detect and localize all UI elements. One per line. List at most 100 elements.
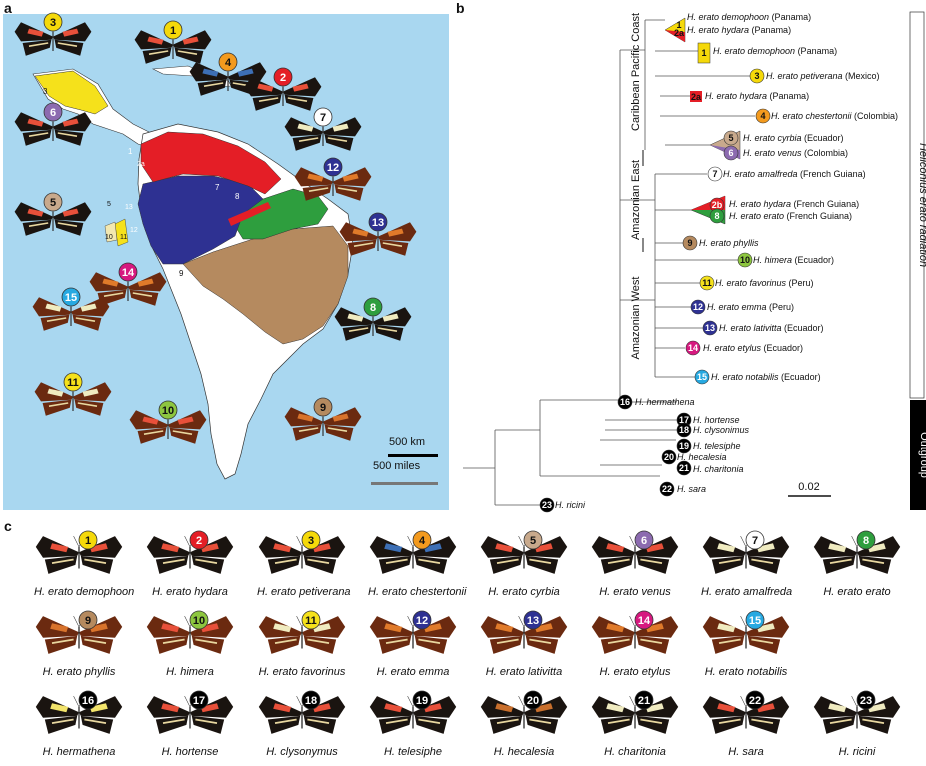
map-num-9: 9 bbox=[179, 269, 184, 278]
map-num-10: 10 bbox=[105, 234, 113, 241]
butterfly-card: 2 H. erato hydara bbox=[145, 528, 235, 598]
butterfly-badge: 9 bbox=[313, 397, 333, 417]
scale-bar-miles bbox=[371, 482, 438, 485]
svg-text:10: 10 bbox=[162, 405, 174, 417]
butterfly-badge: 16 bbox=[78, 690, 98, 710]
svg-text:7: 7 bbox=[752, 535, 758, 547]
tip-label: H. himera (Ecuador) bbox=[753, 255, 834, 265]
tip-location: (Panama) bbox=[770, 91, 810, 101]
butterfly-figure: 16 bbox=[34, 688, 124, 744]
svg-text:4: 4 bbox=[225, 57, 232, 69]
butterfly-image bbox=[284, 407, 362, 441]
butterfly-badge: 13 bbox=[523, 610, 543, 630]
map-butterfly: 12 bbox=[293, 157, 375, 215]
butterfly-name: H. erato chestertonii bbox=[368, 586, 467, 598]
svg-text:16: 16 bbox=[82, 695, 94, 707]
butterfly-name: H. erato phyllis bbox=[42, 666, 116, 678]
butterfly-badge: 2 bbox=[189, 530, 209, 550]
butterfly-image bbox=[244, 77, 322, 111]
map-butterfly: 6 bbox=[13, 102, 95, 160]
svg-text:9: 9 bbox=[85, 615, 91, 627]
clade-box-demophoon bbox=[697, 42, 711, 64]
tip-badge-number: 3 bbox=[754, 71, 759, 81]
butterfly-figure: 2 bbox=[145, 528, 235, 584]
svg-text:18: 18 bbox=[305, 695, 317, 707]
tip-location: (Ecuador) bbox=[804, 133, 844, 143]
tip-badge-number: 9 bbox=[687, 238, 692, 248]
butterfly-figure: 11 bbox=[257, 608, 347, 664]
butterfly-badge: 12 bbox=[412, 610, 432, 630]
map-butterfly: 13 bbox=[338, 212, 420, 270]
butterfly-badge: 2 bbox=[273, 67, 293, 87]
clade-label: Amazonian West bbox=[630, 277, 642, 360]
tip-label: H. erato cyrbia (Ecuador) bbox=[743, 133, 844, 143]
butterfly-name: H. erato emma bbox=[376, 666, 450, 678]
tree-scale-label: 0.02 bbox=[798, 481, 819, 493]
butterfly-figure: 4 bbox=[368, 528, 458, 584]
blue-region bbox=[137, 175, 264, 265]
clade-triangle-panama-red bbox=[665, 30, 685, 42]
butterfly-card: 9 H. erato phyllis bbox=[34, 608, 124, 678]
tip-location: (Panama) bbox=[798, 46, 838, 56]
map-butterfly: 8 bbox=[333, 297, 415, 355]
tip-badge bbox=[682, 235, 698, 251]
tip-badge-number: 16 bbox=[620, 397, 630, 407]
radiation-label: Heliconius erato radiation bbox=[917, 143, 926, 267]
tip-label: H. erato venus (Colombia) bbox=[743, 148, 848, 158]
tip-location: (Mexico) bbox=[845, 71, 880, 81]
butterfly-badge: 11 bbox=[63, 372, 83, 392]
butterfly-name: H. hermathena bbox=[42, 746, 116, 758]
butterfly-badge: 5 bbox=[43, 192, 63, 212]
svg-text:10: 10 bbox=[193, 615, 205, 627]
butterfly-image bbox=[35, 535, 123, 574]
butterfly-name: H. erato hydara bbox=[152, 586, 228, 598]
butterfly-figure: 17 bbox=[145, 688, 235, 744]
butterfly-image bbox=[591, 615, 679, 654]
svg-text:15: 15 bbox=[65, 292, 77, 304]
butterfly-badge: 9 bbox=[78, 610, 98, 630]
butterfly-figure: 23 bbox=[812, 688, 902, 744]
butterfly-image bbox=[813, 695, 901, 734]
tip-label: H. erato hydara (Panama) bbox=[687, 25, 791, 35]
butterfly-name: H. clysonymus bbox=[266, 746, 338, 758]
tip-badge-number: 13 bbox=[705, 323, 715, 333]
butterfly-image bbox=[591, 695, 679, 734]
tip-badge bbox=[755, 108, 771, 124]
butterfly-name: H. himera bbox=[166, 666, 214, 678]
butterfly-figure: 15 bbox=[701, 608, 791, 664]
tip-label: H. erato hydara (French Guiana) bbox=[729, 199, 859, 209]
svg-text:20: 20 bbox=[527, 695, 539, 707]
butterfly-card: 16 H. hermathena bbox=[34, 688, 124, 758]
butterfly-image bbox=[89, 272, 167, 306]
tip-location: (Panama) bbox=[772, 12, 812, 22]
butterfly-badge: 8 bbox=[856, 530, 876, 550]
butterfly-figure: 3 bbox=[257, 528, 347, 584]
tip-badge-number: 4 bbox=[760, 111, 765, 121]
clade-label: Caribbean Pacific Coast bbox=[630, 13, 642, 131]
butterfly-badge: 12 bbox=[323, 157, 343, 177]
butterfly-image bbox=[258, 615, 346, 654]
svg-text:8: 8 bbox=[863, 535, 869, 547]
butterfly-image bbox=[34, 382, 112, 416]
mexico-yellow-region bbox=[34, 70, 109, 115]
scale-bar-km bbox=[388, 454, 438, 457]
red-region bbox=[140, 131, 282, 195]
butterfly-name: H. erato cyrbia bbox=[488, 586, 560, 598]
butterfly-badge: 14 bbox=[634, 610, 654, 630]
tip-location: (Peru) bbox=[769, 302, 794, 312]
map-num-8: 8 bbox=[235, 192, 240, 201]
map-num-12: 12 bbox=[130, 227, 138, 234]
butterfly-badge: 4 bbox=[412, 530, 432, 550]
butterfly-badge: 1 bbox=[78, 530, 98, 550]
